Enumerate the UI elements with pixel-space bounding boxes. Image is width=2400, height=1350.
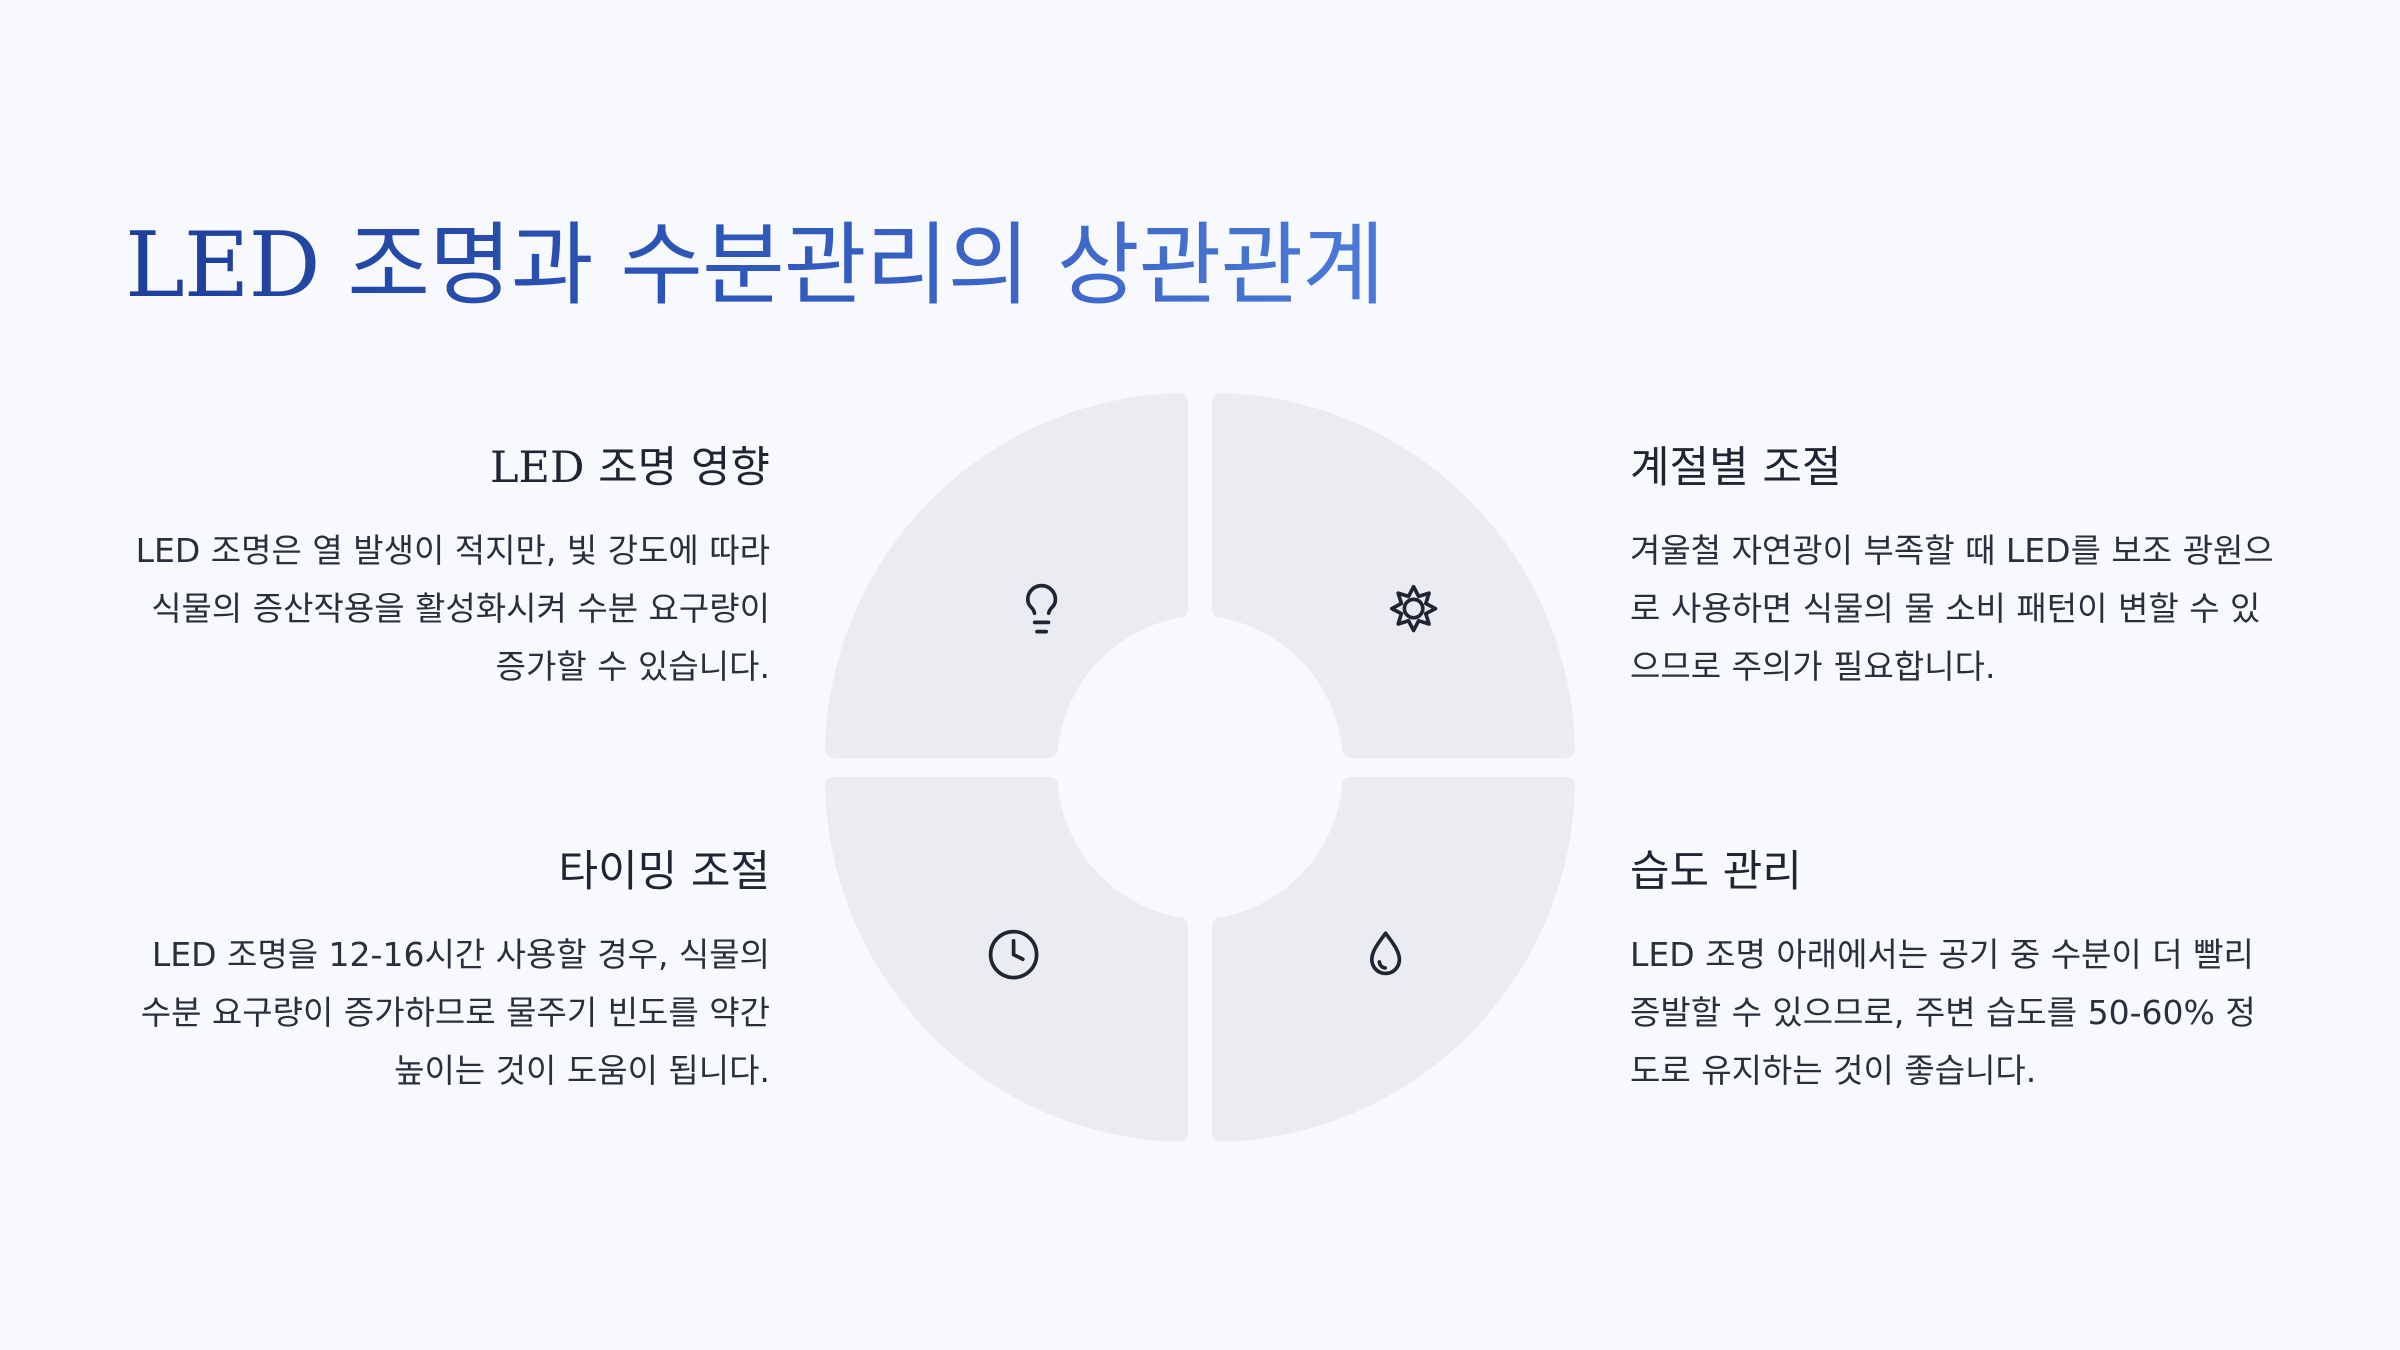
lightbulb-icon (1025, 583, 1058, 634)
item-heading: 타이밍 조절 (558, 847, 770, 897)
item-seasonal-adjustment: 계절별 조절 겨울철 자연광이 부족할 때 LED를 보조 광원으로 사용하면 … (1630, 436, 2280, 696)
item-description: 겨울철 자연광이 부족할 때 LED를 보조 광원으로 사용하면 식물의 물 소… (1630, 531, 2274, 686)
item-led-influence: LED 조명 영향 LED 조명은 열 발생이 적지만, 빛 강도에 따라 식물… (120, 436, 770, 696)
item-description: LED 조명은 열 발생이 적지만, 빛 강도에 따라 식물의 증산작용을 활성… (135, 531, 770, 686)
page-title: LED 조명과 수분관리의 상관관계 (125, 196, 1385, 336)
item-humidity-management: 습도 관리 LED 조명 아래에서는 공기 중 수분이 더 빨리 증발할 수 있… (1630, 840, 2280, 1100)
item-description: LED 조명을 12-16시간 사용할 경우, 식물의 수분 요구량이 증가하므… (140, 935, 770, 1090)
item-heading: 계절별 조절 (1630, 443, 1842, 493)
item-heading: 습도 관리 (1630, 847, 1802, 897)
item-timing-adjustment: 타이밍 조절 LED 조명을 12-16시간 사용할 경우, 식물의 수분 요구… (120, 840, 770, 1100)
droplet-icon (1369, 931, 1402, 976)
item-heading: LED 조명 영향 (490, 443, 770, 493)
wheel-segments (825, 393, 1575, 1142)
segment-top-right (1212, 393, 1575, 758)
item-description: LED 조명 아래에서는 공기 중 수분이 더 빨리 증발할 수 있으므로, 주… (1630, 935, 2256, 1090)
sun-icon (1389, 584, 1438, 633)
segment-bottom-left (825, 777, 1188, 1142)
clock-icon (988, 929, 1039, 980)
segment-bottom-right (1212, 777, 1575, 1142)
segment-top-left (825, 393, 1188, 758)
